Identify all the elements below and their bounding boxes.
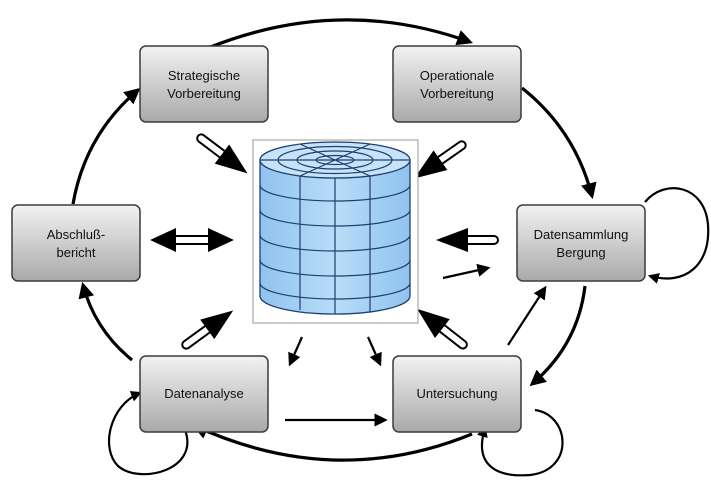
arrow-db-to-untersuchung xyxy=(366,336,382,367)
node-label-line2: Vorbereitung xyxy=(420,86,494,101)
self-loop-datensammlung xyxy=(644,187,710,284)
database-icon xyxy=(252,139,419,324)
cycle-arrow-datenanalyse-to-abschluss xyxy=(78,281,134,362)
cycle-arrow-strategische-to-operationale xyxy=(207,18,474,50)
fat-arrow-datensammlung-to-db xyxy=(435,227,499,253)
node-label-line1: Datensammlung xyxy=(534,227,629,242)
node-label-line2: Bergung xyxy=(556,245,605,260)
process-cycle-arrows xyxy=(71,18,597,462)
node-label-line1: Abschluß- xyxy=(47,227,106,242)
node-label-line1: Strategische xyxy=(168,68,240,83)
node-label-line1: Untersuchung xyxy=(417,386,498,401)
node-label-line1: Datenanalyse xyxy=(164,386,244,401)
fat-arrow-untersuchung-to-db xyxy=(408,298,475,358)
node-label-line1: Operationale xyxy=(420,68,494,83)
self-loops xyxy=(107,187,710,477)
node-label-line2: Vorbereitung xyxy=(167,86,241,101)
self-loop-untersuchung xyxy=(477,408,564,477)
direct-arrows xyxy=(285,263,547,427)
node-abschluss-bericht: Abschluß- bericht xyxy=(11,204,141,282)
arrow-db-to-datenanalyse xyxy=(288,336,304,367)
node-operationale-vorbereitung: Operationale Vorbereitung xyxy=(392,45,522,123)
self-loop-datenanalyse xyxy=(107,391,189,476)
cycle-arrow-datensammlung-to-untersuchung xyxy=(529,285,587,387)
node-untersuchung: Untersuchung xyxy=(392,355,522,433)
cycle-arrow-operationale-to-datensammlung xyxy=(521,86,597,200)
node-label-line2: bericht xyxy=(56,245,95,260)
node-datensammlung-bergung: Datensammlung Bergung xyxy=(516,204,646,282)
fat-arrow-strategische-to-db xyxy=(189,125,256,184)
arrow-untersuchung-to-datensammlung xyxy=(507,285,547,346)
node-strategische-vorbereitung: Strategische Vorbereitung xyxy=(139,45,269,123)
fat-arrows xyxy=(150,125,499,358)
double-arrow-abschluss-db xyxy=(150,228,234,252)
node-datenanalyse: Datenanalyse xyxy=(139,355,269,433)
fat-arrow-datenanalyse-to-db xyxy=(174,299,242,358)
arrow-db-to-datensammlung xyxy=(442,263,491,280)
cycle-arrow-abschluss-to-strategische xyxy=(71,87,141,205)
cycle-arrow-untersuchung-to-datenanalyse xyxy=(192,424,473,462)
